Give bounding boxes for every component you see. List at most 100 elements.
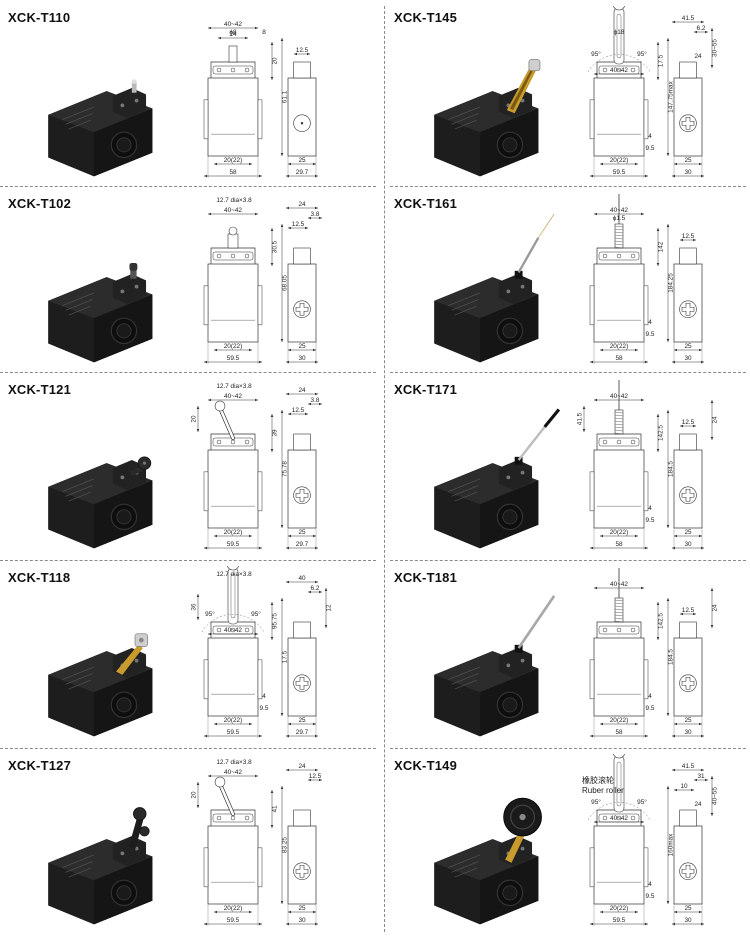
cross-screw-icon — [295, 676, 309, 690]
dimension-label: 29.7 — [296, 541, 309, 548]
rod — [517, 426, 546, 461]
adjustable-arm — [116, 644, 143, 675]
switch-photo — [48, 633, 153, 737]
spring-coil-line — [614, 228, 624, 231]
rod-base — [514, 456, 523, 465]
screw-outline — [244, 439, 250, 445]
dimension-label: 3.8 — [311, 397, 320, 404]
lever-inner — [218, 782, 235, 816]
dimension-label: 30 — [684, 729, 692, 736]
dimension-label: 41.5 — [682, 15, 695, 22]
screw-outline — [244, 815, 250, 821]
screw-icon — [520, 284, 525, 289]
front-housing-outline — [593, 449, 645, 529]
dimension-label: 3.8 — [311, 211, 320, 218]
dimension-label: 95° — [591, 50, 601, 58]
label-print — [65, 861, 93, 873]
side-boss-outline — [643, 99, 649, 140]
screw-outline — [630, 253, 636, 259]
fork-arm — [128, 813, 145, 851]
swing-arc — [587, 54, 651, 73]
dimension-label: 40~42 — [224, 393, 242, 400]
spring-coil-line — [614, 432, 624, 435]
head-slot — [598, 437, 640, 447]
dimension-label: 30 — [684, 541, 692, 548]
model-number: XCK-T181 — [394, 570, 458, 585]
screw-icon — [520, 658, 525, 663]
dimension-arrow — [288, 910, 316, 914]
dimension-drawing: 20(22)40~4259.5160max360°95°95°49.525304… — [587, 754, 718, 926]
dimension-label: 20 — [191, 791, 198, 799]
product-photo — [48, 79, 153, 177]
dimension-label: 24 — [229, 31, 237, 38]
switch-photo — [48, 262, 153, 363]
dimension-label: 36 — [191, 603, 198, 611]
switch-photo — [48, 807, 153, 925]
dimension-label: 40 — [298, 575, 306, 582]
spring-coil-line — [614, 599, 624, 602]
product-photo — [48, 807, 153, 925]
cross-screw-icon — [295, 302, 309, 316]
side-boss-outline — [257, 471, 263, 512]
dimension-arrow — [674, 348, 702, 352]
column-divider — [384, 6, 386, 932]
dimension-label: 12 — [325, 604, 332, 612]
dimension-label: 184.5 — [667, 649, 674, 665]
actuator-head — [112, 836, 147, 866]
head-outline — [596, 621, 642, 638]
dimension-label: 25 — [684, 905, 692, 912]
screw-icon — [120, 851, 125, 856]
arm-slot — [509, 67, 534, 111]
side-head-outline — [293, 247, 311, 265]
dimension-label: 59.5 — [613, 917, 626, 924]
spring-coil-line — [614, 243, 624, 246]
switch-photo — [434, 797, 542, 925]
spring-coil-line — [614, 240, 624, 243]
dimension-label: 12.5 — [296, 47, 309, 54]
dimension-arrow — [308, 216, 322, 220]
side-boss-outline — [589, 285, 595, 326]
dimension-arrow — [288, 348, 316, 352]
dimension-drawing: 20(22)40~4259.5147.75max17.5ϕ18360°95°95… — [587, 6, 718, 178]
dimension-label: 95° — [205, 610, 215, 618]
center-mark — [300, 122, 304, 125]
dimension-label: 4 — [648, 319, 652, 326]
dimension-arrow — [288, 722, 316, 726]
screw-icon — [134, 284, 139, 289]
roller-outline — [214, 776, 226, 788]
dimension-label: 20(22) — [224, 157, 242, 164]
screw-outline — [602, 67, 608, 73]
dimension-label: 40~42 — [224, 21, 242, 28]
side-boss-outline — [589, 471, 595, 512]
side-head-outline — [679, 247, 697, 265]
product-cell: XCK-T14920(22)40~4259.5160max360°95°95°4… — [392, 754, 750, 932]
side-boss-outline — [257, 847, 263, 888]
row-divider — [390, 186, 746, 187]
product-cell: XCK-T14520(22)40~4259.5147.75max17.5ϕ183… — [392, 6, 750, 184]
row-divider — [0, 560, 376, 561]
screw-outline — [230, 67, 236, 73]
roller-pin — [138, 637, 144, 643]
side-boss-outline — [257, 285, 263, 326]
dimension-arrow — [196, 594, 200, 620]
spring-coil-line — [614, 411, 624, 414]
product-photo — [48, 633, 153, 737]
screw-outline — [230, 815, 236, 821]
label-print — [65, 113, 93, 125]
dimension-label: 39 — [271, 429, 278, 437]
technical-drawing: 20(22)40~4259.5147.75max17.5ϕ18360°95°95… — [587, 6, 718, 178]
screw-outline — [602, 815, 608, 821]
front-housing-outline — [593, 263, 645, 343]
dimension-label: 10 — [680, 783, 688, 790]
conduit-inner — [116, 323, 132, 339]
front-housing-outline — [207, 825, 259, 905]
actuator-head — [112, 460, 147, 490]
